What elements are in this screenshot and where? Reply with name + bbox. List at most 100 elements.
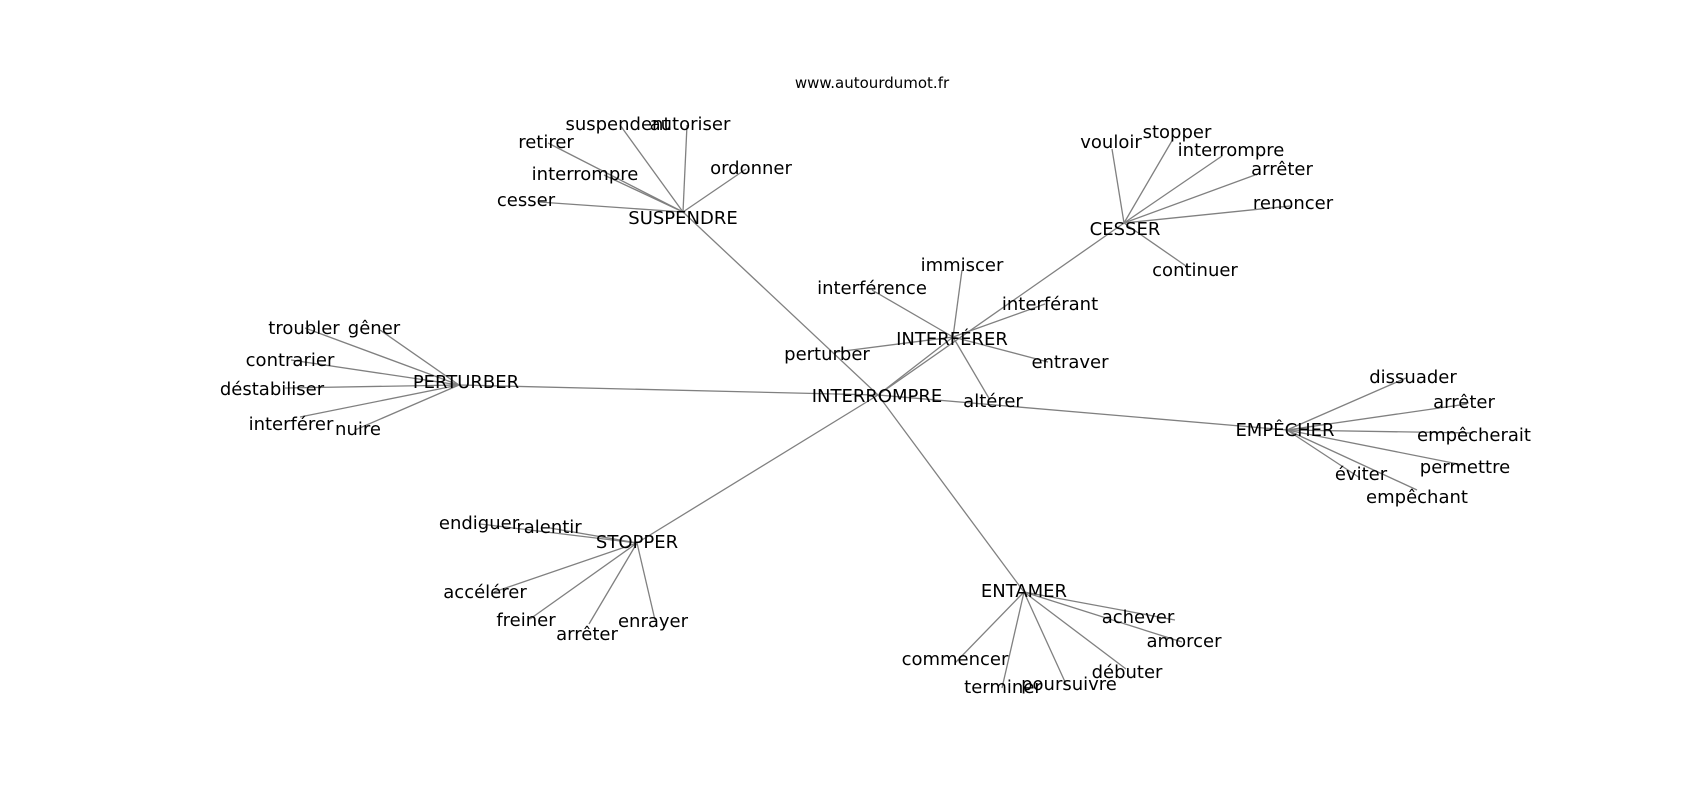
- word-label-suspendre-interrompre[interactable]: interrompre: [532, 164, 639, 185]
- edge-entamer-to-amorcer: [1023, 591, 1183, 643]
- edge-center-to-entamer: [877, 394, 1025, 593]
- word-label-perturber-troubler[interactable]: troubler: [268, 318, 340, 339]
- word-label-cesser-continuer[interactable]: continuer: [1152, 260, 1238, 281]
- hub-label-suspendre[interactable]: SUSPENDRE: [628, 208, 737, 229]
- word-label-entamer-amorcer[interactable]: amorcer: [1147, 631, 1223, 652]
- edge-entamer-to-debuter: [1023, 591, 1127, 670]
- hub-label-stopper[interactable]: STOPPER: [596, 532, 678, 553]
- edge-suspendre-to-suspendent: [619, 124, 684, 213]
- word-label-entamer-debuter[interactable]: débuter: [1092, 662, 1163, 683]
- edge-suspendre-to-retirer: [547, 142, 684, 213]
- word-label-empecher-empecherait[interactable]: empêcherait: [1417, 425, 1531, 446]
- word-label-interferer-perturber[interactable]: perturber: [784, 344, 870, 365]
- edge-entamer-to-poursuivre: [1023, 591, 1067, 685]
- edge-suspendre-to-interrompre: [603, 174, 684, 213]
- word-label-interferer-immiscer[interactable]: immiscer: [921, 255, 1004, 276]
- edge-empecher-to-empechant: [1286, 429, 1418, 491]
- graph-edges: [284, 124, 1474, 689]
- word-label-stopper-ralentir[interactable]: ralentir: [516, 517, 582, 538]
- edge-perturber-to-contrarier: [290, 359, 460, 386]
- word-label-stopper-endiguer[interactable]: endiguer: [439, 513, 520, 534]
- word-label-entamer-commencer[interactable]: commencer: [902, 649, 1009, 670]
- edge-cesser-to-vouloir: [1111, 148, 1125, 224]
- edge-empecher-to-eviter: [1286, 429, 1361, 479]
- edge-interferer-to-interference: [871, 289, 954, 338]
- edge-interferer-to-interferant: [952, 303, 1046, 338]
- edge-empecher-to-empecherait: [1286, 429, 1474, 434]
- edge-perturber-to-troubler: [304, 327, 460, 386]
- edge-cesser-to-continuer: [1123, 222, 1187, 267]
- word-label-interferer-alterer[interactable]: altérer: [963, 391, 1023, 412]
- word-label-empecher-permettre[interactable]: permettre: [1420, 457, 1510, 478]
- word-label-suspendre-suspendent[interactable]: suspendent: [565, 114, 670, 135]
- edge-interferer-to-perturber: [835, 336, 954, 353]
- word-label-interferer-interferant[interactable]: interférant: [1002, 294, 1098, 315]
- word-label-perturber-interferer[interactable]: interférer: [249, 414, 334, 435]
- edge-stopper-to-enrayer: [636, 542, 656, 621]
- edge-perturber-to-destabiliser: [284, 384, 460, 389]
- word-label-empecher-dissuader[interactable]: dissuader: [1369, 367, 1457, 388]
- center-word-label[interactable]: INTERROMPRE: [812, 386, 943, 407]
- edge-empecher-to-permettre: [1286, 429, 1464, 466]
- edge-stopper-to-freiner: [529, 542, 638, 620]
- word-label-perturber-nuire[interactable]: nuire: [335, 419, 381, 440]
- edge-entamer-to-commencer: [954, 591, 1025, 664]
- edge-stopper-to-endiguer: [479, 523, 638, 544]
- hub-label-cesser[interactable]: CESSER: [1090, 219, 1161, 240]
- word-label-stopper-accelerer[interactable]: accélérer: [443, 582, 527, 603]
- word-label-entamer-poursuivre[interactable]: poursuivre: [1021, 674, 1117, 695]
- hub-label-perturber[interactable]: PERTURBER: [413, 372, 519, 393]
- edge-interferer-to-alterer: [952, 336, 991, 401]
- word-label-suspendre-autoriser[interactable]: autoriser: [650, 114, 731, 135]
- edge-suspendre-to-ordonner: [682, 168, 747, 213]
- word-label-cesser-arreter[interactable]: arrêter: [1251, 159, 1313, 180]
- edge-entamer-to-achever: [1023, 591, 1176, 621]
- word-label-perturber-destabiliser[interactable]: déstabiliser: [220, 379, 325, 400]
- word-label-perturber-contrarier[interactable]: contrarier: [246, 350, 335, 371]
- edge-empecher-to-arreter: [1286, 403, 1468, 431]
- edge-center-to-interferer: [877, 336, 954, 396]
- edge-center-to-suspendre: [682, 211, 879, 396]
- edge-interferer-to-immiscer: [952, 269, 963, 338]
- edge-perturber-to-interferer: [299, 384, 460, 418]
- edge-suspendre-to-cesser: [538, 201, 684, 213]
- edge-cesser-to-arreter: [1123, 174, 1256, 224]
- edge-stopper-to-arreter: [588, 542, 638, 625]
- edge-perturber-to-gener: [379, 329, 460, 386]
- word-label-interferer-interference[interactable]: interférence: [817, 278, 927, 299]
- word-label-cesser-vouloir[interactable]: vouloir: [1080, 132, 1142, 153]
- edge-center-to-perturber: [458, 384, 879, 396]
- word-label-cesser-interrompre[interactable]: interrompre: [1178, 140, 1285, 161]
- word-label-suspendre-ordonner[interactable]: ordonner: [710, 158, 792, 179]
- edge-entamer-to-terminer: [1001, 591, 1025, 689]
- hub-label-interferer[interactable]: INTERFÉRER: [896, 328, 1008, 350]
- word-label-entamer-achever[interactable]: achever: [1102, 607, 1175, 628]
- hub-label-entamer[interactable]: ENTAMER: [981, 581, 1067, 602]
- edge-center-to-empecher: [877, 394, 1288, 431]
- edge-stopper-to-accelerer: [493, 542, 638, 593]
- edge-center-to-cesser: [877, 222, 1125, 396]
- word-label-cesser-renoncer[interactable]: renoncer: [1253, 193, 1334, 214]
- edge-empecher-to-dissuader: [1286, 377, 1407, 431]
- word-label-cesser-stopper[interactable]: stopper: [1143, 122, 1212, 143]
- word-label-perturber-gener[interactable]: gêner: [348, 318, 401, 339]
- edge-cesser-to-renoncer: [1123, 205, 1291, 224]
- word-label-stopper-freiner[interactable]: freiner: [496, 610, 556, 631]
- word-label-interferer-entraver[interactable]: entraver: [1031, 352, 1109, 373]
- edge-perturber-to-nuire: [354, 384, 460, 431]
- word-label-suspendre-cesser[interactable]: cesser: [497, 190, 556, 211]
- hub-label-empecher[interactable]: EMPÊCHER: [1235, 419, 1334, 441]
- word-label-entamer-terminer[interactable]: terminer: [964, 677, 1042, 698]
- word-label-empecher-eviter[interactable]: éviter: [1335, 464, 1388, 485]
- edge-cesser-to-interrompre: [1123, 155, 1223, 224]
- edge-stopper-to-ralentir: [549, 527, 638, 544]
- word-label-empecher-arreter[interactable]: arrêter: [1433, 392, 1495, 413]
- word-label-stopper-enrayer[interactable]: enrayer: [618, 611, 689, 632]
- word-label-stopper-arreter[interactable]: arrêter: [556, 624, 618, 645]
- word-label-suspendre-retirer[interactable]: retirer: [518, 132, 574, 153]
- edge-interferer-to-entraver: [952, 336, 1049, 363]
- edge-center-to-stopper: [636, 394, 879, 544]
- word-label-empecher-empechant[interactable]: empêchant: [1366, 487, 1468, 508]
